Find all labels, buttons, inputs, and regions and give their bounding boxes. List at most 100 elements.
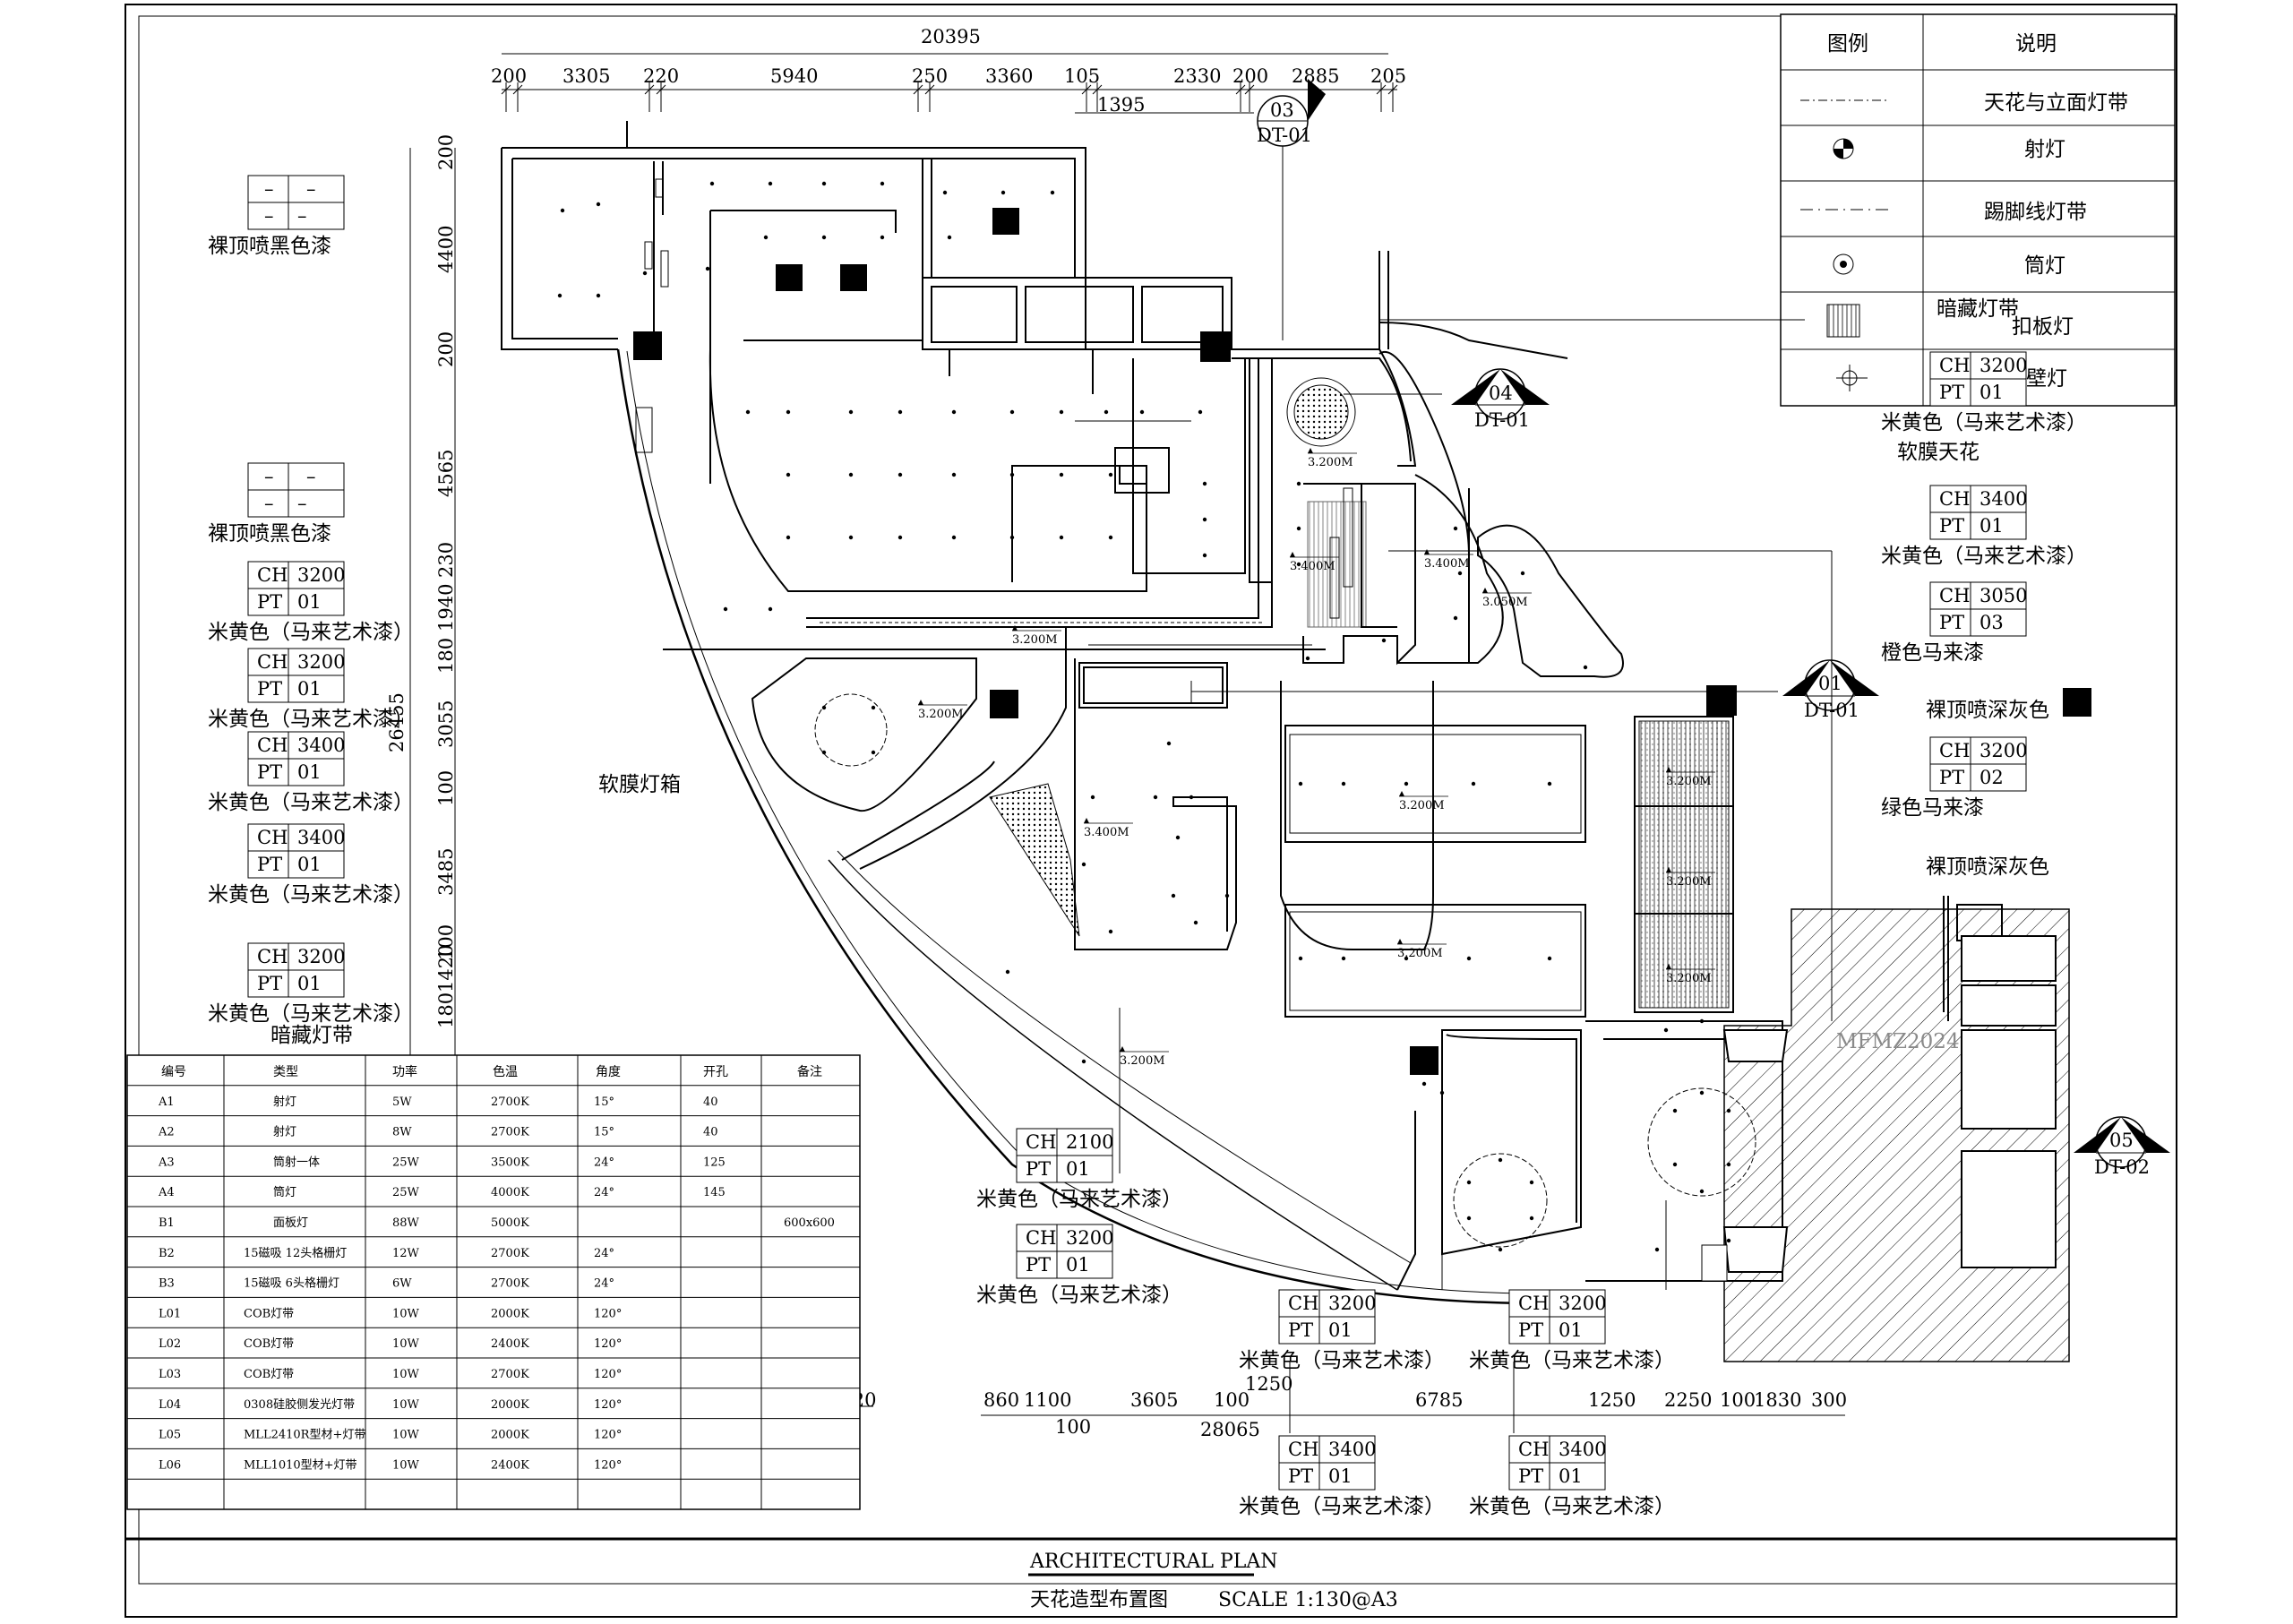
fixture-table-cell: 3500K <box>491 1156 529 1169</box>
downlight-dot <box>1421 1081 1427 1087</box>
ceiling-tag-ch-label: CH <box>1939 740 1970 761</box>
downlight-dot <box>1001 190 1006 195</box>
downlight-dot <box>1296 526 1301 531</box>
left-dim-7: 180 <box>435 638 457 674</box>
fixture-table-cell: 10W <box>392 1337 420 1351</box>
level-marker-text: 3.200M <box>1666 775 1712 788</box>
downlight-dot <box>1466 1216 1472 1221</box>
level-marker: 3.200M <box>918 700 967 721</box>
fixture-table-cell: 24° <box>594 1277 614 1291</box>
downlight-dot <box>723 606 728 612</box>
fixture-table-cell: 600x600 <box>784 1216 835 1230</box>
fixture-table-cell: 145 <box>703 1186 726 1199</box>
fixture-table-cell: 8W <box>392 1126 412 1139</box>
fixture-table-cell: 2700K <box>491 1277 529 1291</box>
downlight-dot <box>1189 795 1194 800</box>
fixture-table-cell: 12W <box>392 1247 420 1260</box>
fixture-table-cell: 120° <box>594 1307 622 1320</box>
downlight-dot <box>947 235 952 240</box>
fixture-table-cell: L04 <box>159 1398 181 1412</box>
ceiling-tag-desc: 米黄色（马来艺术漆） <box>208 883 414 907</box>
fixture-table-cell: 120° <box>594 1398 622 1412</box>
downlight-dot <box>1583 665 1588 670</box>
downlight-dot <box>1081 1059 1086 1064</box>
ceiling-tag-ch: 3400 <box>1328 1439 1376 1460</box>
fixture-table-cell: 筒射一体 <box>273 1155 320 1169</box>
fixture-table-cell: 40 <box>703 1096 718 1109</box>
fixture-table-cell: 射灯 <box>273 1125 296 1139</box>
fixture-table-header: 编号 <box>161 1065 186 1079</box>
downlight-dot <box>880 235 885 240</box>
downlight-dot <box>1298 956 1303 961</box>
ceiling-tag-pt: 01 <box>1980 382 2004 403</box>
downlight-dot <box>560 208 565 213</box>
downlight-dot <box>1699 1189 1705 1194</box>
downlight-dot <box>1699 1018 1705 1024</box>
level-marker: 3.050M <box>1482 588 1532 609</box>
downlight-dot <box>1108 535 1113 540</box>
fixture-table-cell: MLL2410R型材+灯带 <box>244 1429 365 1442</box>
note-hidden-light-right: 暗藏灯带 <box>1937 297 2019 321</box>
top-dimension-chain <box>501 53 1398 114</box>
downlight-dot <box>1081 862 1086 867</box>
level-marker: 3.200M <box>1666 767 1715 788</box>
ceiling-tag-pt: – <box>297 205 307 227</box>
downlight-dot <box>1198 409 1203 415</box>
note-hidden-light-left: 暗藏灯带 <box>271 1024 353 1047</box>
bottom-dim-r3: 3605 <box>1130 1389 1178 1411</box>
ceiling-tag-blank: – <box>264 178 274 200</box>
ceiling-tag-ch-label: CH <box>1939 355 1970 376</box>
bottom-dim-r6: 1250 <box>1588 1389 1636 1411</box>
ceiling-tag-pt: 01 <box>1328 1465 1353 1487</box>
downlight-dot <box>642 271 648 276</box>
legend-table: 图例 说明 天花与立面灯带 射灯 踢脚线灯带 筒灯 扣板灯 壁灯 <box>1780 13 2176 407</box>
downlight-dot <box>848 472 854 477</box>
level-marker-text: 3.050M <box>1482 596 1528 609</box>
fixture-table-cell: 15磁吸 12头格栅灯 <box>244 1246 347 1260</box>
fixture-table-cell: 10W <box>392 1398 420 1412</box>
fixture-table-cell: L03 <box>159 1368 181 1381</box>
watermark-text: MFMZ2024 <box>1836 1030 1960 1053</box>
downlight-dot <box>1009 535 1015 540</box>
ceiling-tag-blank: – <box>264 205 274 227</box>
downlight-dot <box>1466 1180 1472 1185</box>
downlight-dot <box>951 535 957 540</box>
level-marker: 3.200M <box>1666 964 1715 985</box>
level-marker-text: 3.200M <box>1399 799 1445 812</box>
note-soft-film-ceiling: 软膜天花 <box>1897 441 1980 464</box>
downlight-dot <box>768 606 773 612</box>
downlight-dot <box>1453 615 1458 621</box>
downlight-dot <box>596 293 601 298</box>
ceiling-tag-desc: 米黄色（马来艺术漆） <box>1881 411 2087 434</box>
ceiling-tag-desc: 米黄色（马来艺术漆） <box>1469 1495 1675 1518</box>
downlight-dot <box>897 409 903 415</box>
bottom-dim-overall: 28065 <box>1200 1419 1260 1440</box>
downlight-dot <box>1726 1238 1731 1243</box>
downlight-dot <box>1457 571 1463 576</box>
top-dim-11: 205 <box>1370 65 1406 87</box>
fixture-table-cell: L05 <box>159 1429 181 1442</box>
ceiling-tag-pt-label: PT <box>1518 1319 1543 1341</box>
panel-light-icon <box>1826 304 1860 338</box>
downlight-dot <box>1193 920 1198 925</box>
top-dim-sub: 1395 <box>1097 94 1145 116</box>
downlight-dot <box>1224 893 1230 898</box>
ceiling-tag-desc: 米黄色（马来艺术漆） <box>208 708 414 731</box>
level-marker-text: 3.200M <box>1308 456 1353 469</box>
downlight-dot <box>1341 956 1346 961</box>
fixture-table-header: 类型 <box>273 1065 298 1079</box>
ceiling-tag-pt-label: PT <box>1939 382 1964 403</box>
downlight-dot <box>821 181 827 186</box>
ceiling-tag-ch: 3200 <box>1980 740 2027 761</box>
level-marker-text: 3.200M <box>1666 972 1712 985</box>
ceiling-tag-ch-label: CH <box>1518 1293 1549 1314</box>
legend-desc-2: 踢脚线灯带 <box>1984 201 2087 224</box>
bottom-dim-r1: 860 <box>983 1389 1019 1411</box>
section-mark-04-ref: DT-01 <box>1474 409 1530 431</box>
ceiling-tag-pt: – <box>297 493 307 514</box>
ceiling-tag-ch: 3400 <box>1980 488 2027 510</box>
